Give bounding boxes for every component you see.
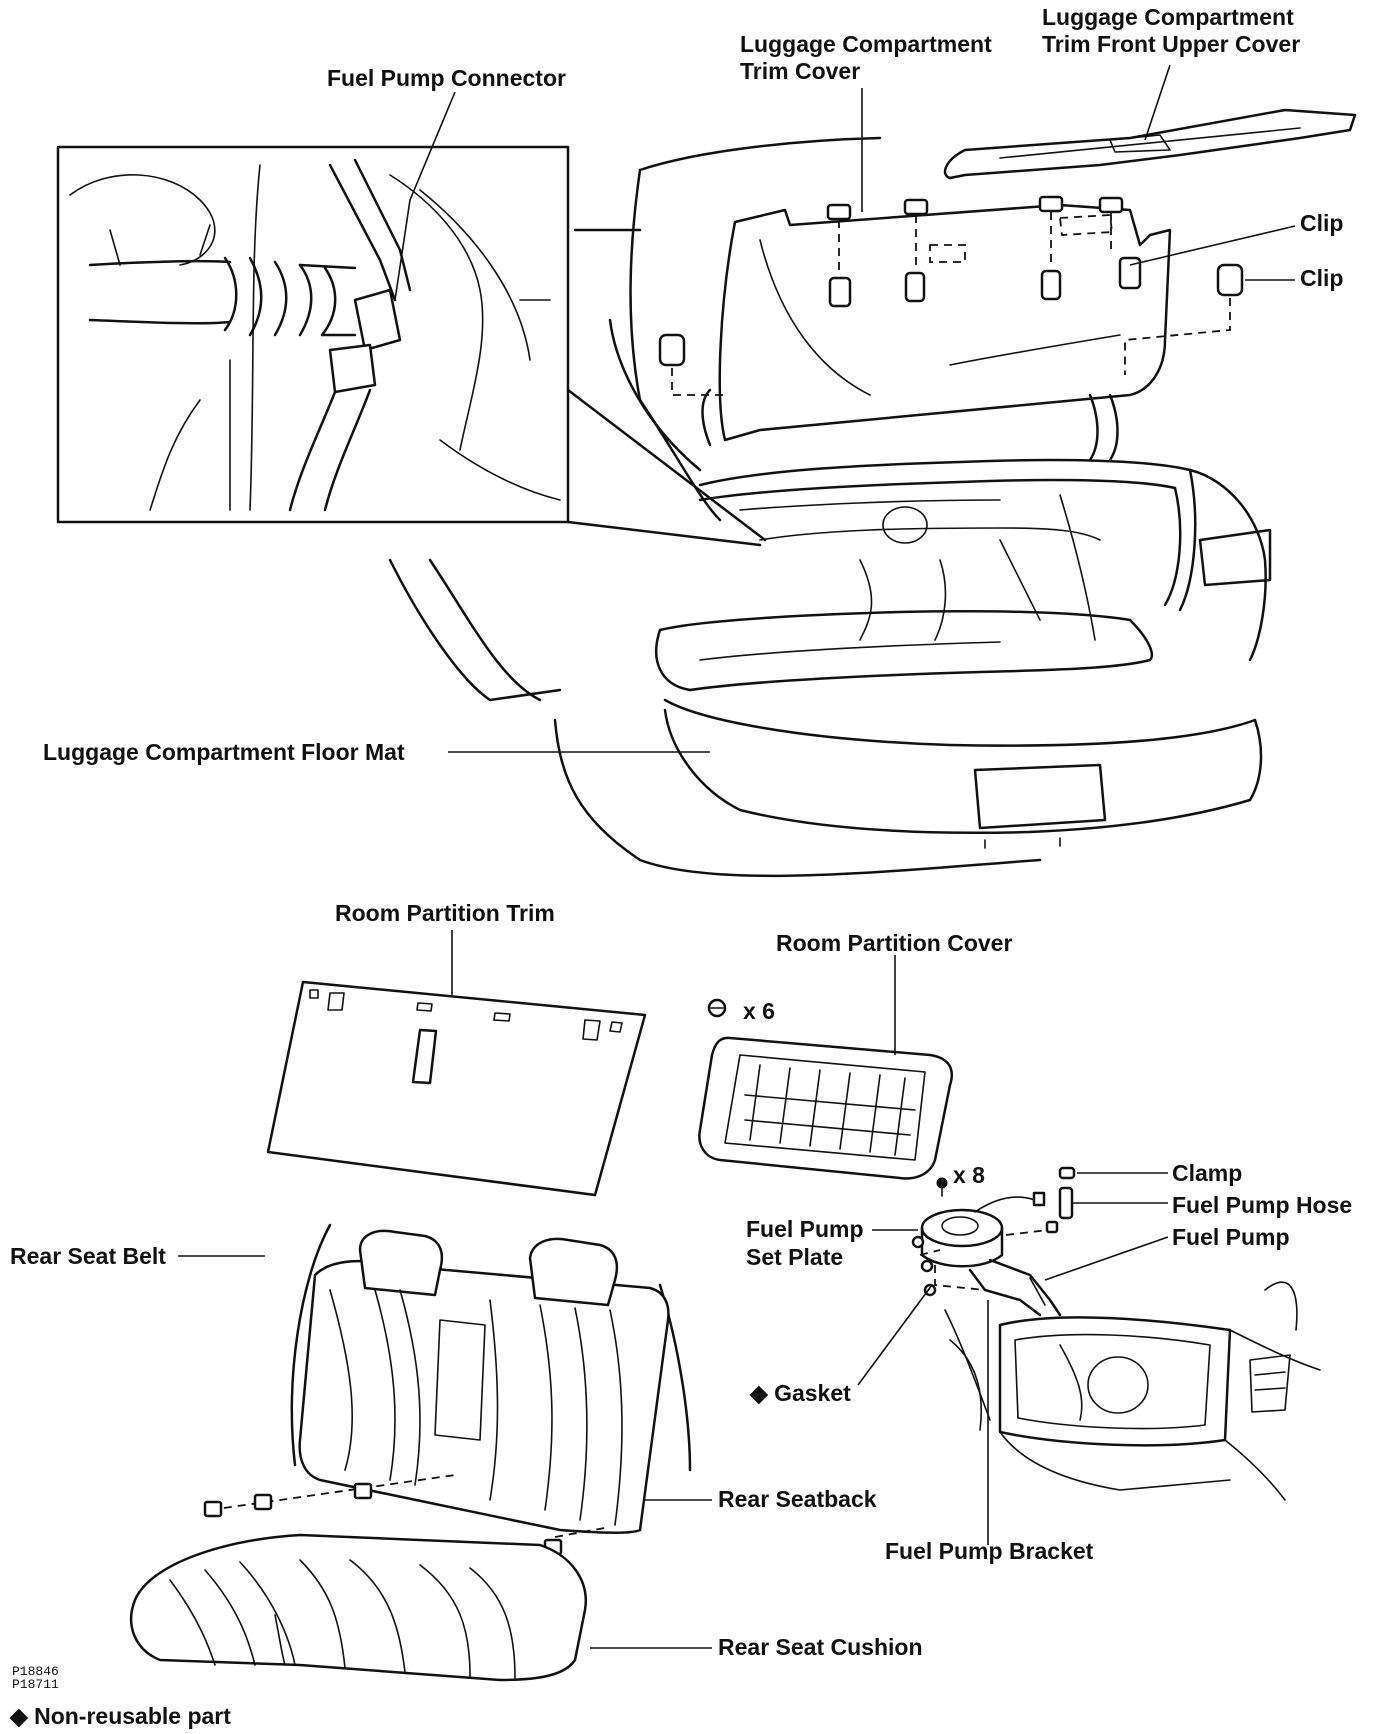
label-rear-seat-belt: Rear Seat Belt <box>10 1243 166 1269</box>
label-clip-2: Clip <box>1300 265 1344 291</box>
front-upper-cover <box>943 108 1357 180</box>
label-x6: x 6 <box>743 998 775 1024</box>
screw-icon <box>707 998 727 1018</box>
label-fuel-pump-hose: Fuel Pump Hose <box>1172 1192 1353 1218</box>
label-room-partition-cover: Room Partition Cover <box>776 930 1013 956</box>
clip-icon <box>1038 195 1064 301</box>
car-rear-body <box>388 136 1272 878</box>
figure-code-1: P18846 <box>12 1664 59 1679</box>
label-room-partition-trim: Room Partition Trim <box>335 900 555 926</box>
bolt-icon <box>353 1482 373 1500</box>
label-gasket: ◆ Gasket <box>750 1380 851 1406</box>
clip-icon <box>1124 263 1244 375</box>
label-floor-mat: Luggage Compartment Floor Mat <box>43 739 405 765</box>
fuel-pump-hose-icon <box>1058 1186 1074 1220</box>
clip-icon <box>1098 196 1142 290</box>
label-rear-seatback: Rear Seatback <box>718 1486 877 1512</box>
label-clip-1: Clip <box>1300 210 1344 236</box>
fuel-pump-assembly <box>911 1166 1321 1501</box>
clip-icon <box>658 333 725 396</box>
label-luggage-trim-cover-line2: Trim Cover <box>740 58 861 84</box>
clip-icon <box>826 203 852 308</box>
legend-non-reusable-part: ◆ Non-reusable part <box>10 1703 231 1729</box>
room-partition-cover <box>698 955 954 1180</box>
clamp-icon <box>1058 1166 1076 1180</box>
connector-detail-inset <box>56 145 767 547</box>
label-front-upper-cover-line2: Trim Front Upper Cover <box>1042 31 1301 57</box>
bolt-icon <box>253 1493 273 1511</box>
room-partition-trim <box>266 930 647 1197</box>
bolt-icon <box>203 1500 223 1518</box>
label-fuel-pump: Fuel Pump <box>1172 1224 1290 1250</box>
label-rear-seat-cushion: Rear Seat Cushion <box>718 1634 923 1660</box>
label-luggage-trim-cover-line1: Luggage Compartment <box>740 31 992 57</box>
leader-lines-lower <box>178 1172 1169 1649</box>
label-front-upper-cover-line1: Luggage Compartment <box>1042 4 1294 30</box>
label-fuel-pump-set-plate-line1: Fuel Pump <box>746 1216 864 1242</box>
label-clamp: Clamp <box>1172 1160 1243 1186</box>
label-fuel-pump-connector: Fuel Pump Connector <box>327 65 566 91</box>
figure-code-2: P18711 <box>12 1677 59 1692</box>
label-fuel-pump-set-plate-line2: Set Plate <box>746 1244 844 1270</box>
screw-icon <box>936 1177 948 1197</box>
label-fuel-pump-bracket: Fuel Pump Bracket <box>885 1538 1094 1564</box>
leader-lines-upper <box>394 64 1296 753</box>
luggage-trim-cover <box>658 195 1244 462</box>
clip-icon <box>903 198 929 303</box>
rear-seat <box>129 1223 692 1682</box>
label-x8: x 8 <box>953 1162 985 1188</box>
